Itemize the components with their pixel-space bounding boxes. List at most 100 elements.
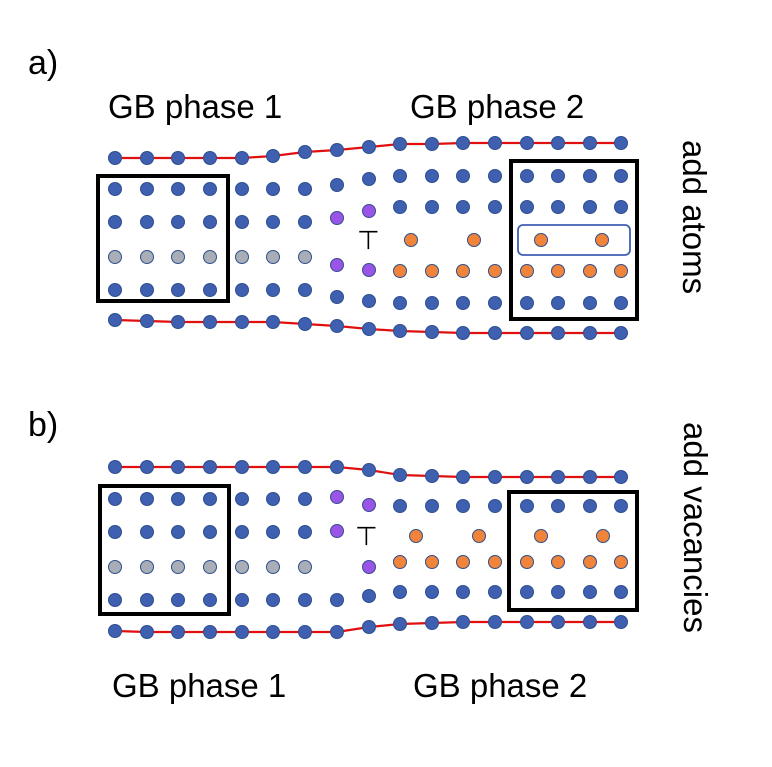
atom xyxy=(534,233,548,247)
atom xyxy=(393,169,407,183)
atom xyxy=(614,136,628,150)
atom xyxy=(456,499,470,513)
atom xyxy=(203,215,217,229)
atom xyxy=(551,296,565,310)
atom xyxy=(203,250,217,264)
atom xyxy=(488,136,502,150)
atom xyxy=(551,264,565,278)
atom xyxy=(583,136,597,150)
atom xyxy=(614,499,628,513)
atom xyxy=(583,499,597,513)
atom xyxy=(266,560,280,574)
atom xyxy=(534,529,548,543)
atom xyxy=(425,616,439,630)
atom xyxy=(171,593,185,607)
atom xyxy=(171,151,185,165)
atom xyxy=(140,182,154,196)
atom xyxy=(203,525,217,539)
atom xyxy=(235,460,249,474)
atom xyxy=(488,169,502,183)
atom xyxy=(266,283,280,297)
atom xyxy=(456,296,470,310)
atom xyxy=(298,250,312,264)
atom xyxy=(583,615,597,629)
atom xyxy=(235,525,249,539)
atom xyxy=(171,182,185,196)
atom xyxy=(298,145,312,159)
atom xyxy=(171,625,185,639)
atom xyxy=(298,560,312,574)
atom xyxy=(488,470,502,484)
atom xyxy=(203,283,217,297)
atom xyxy=(583,200,597,214)
atom xyxy=(235,625,249,639)
atom xyxy=(393,200,407,214)
atom xyxy=(425,325,439,339)
atom xyxy=(456,470,470,484)
atom xyxy=(520,499,534,513)
atom xyxy=(235,250,249,264)
atom xyxy=(456,585,470,599)
atom xyxy=(425,555,439,569)
atom xyxy=(583,264,597,278)
panel-b: b) GB phase 1 GB phase 2 add vacancies ⊤ xyxy=(28,406,714,704)
atom xyxy=(298,625,312,639)
atom xyxy=(203,315,217,329)
atom xyxy=(425,264,439,278)
atom xyxy=(298,215,312,229)
panel-a-phase2-box xyxy=(509,159,639,321)
atom xyxy=(393,468,407,482)
atom xyxy=(330,178,344,192)
atom xyxy=(393,137,407,151)
atom xyxy=(551,585,565,599)
atom xyxy=(108,151,122,165)
atom xyxy=(108,215,122,229)
atom xyxy=(235,593,249,607)
atom xyxy=(266,149,280,163)
atom xyxy=(171,460,185,474)
atom xyxy=(330,143,344,157)
atom xyxy=(171,492,185,506)
atom xyxy=(583,470,597,484)
atom xyxy=(362,560,376,574)
atom xyxy=(520,169,534,183)
atom xyxy=(456,136,470,150)
atom xyxy=(488,200,502,214)
atom xyxy=(520,296,534,310)
atom xyxy=(203,593,217,607)
atom xyxy=(614,200,628,214)
atom xyxy=(266,460,280,474)
atom xyxy=(298,460,312,474)
atom xyxy=(108,624,122,638)
atom xyxy=(140,593,154,607)
atom xyxy=(488,264,502,278)
atom xyxy=(108,250,122,264)
atom xyxy=(614,326,628,340)
atom xyxy=(520,470,534,484)
atom xyxy=(393,264,407,278)
atom xyxy=(362,263,376,277)
atom xyxy=(596,529,610,543)
atom xyxy=(235,315,249,329)
atom xyxy=(488,499,502,513)
atom xyxy=(614,555,628,569)
atom xyxy=(235,283,249,297)
atom xyxy=(425,200,439,214)
atom xyxy=(456,615,470,629)
atom xyxy=(456,200,470,214)
atom xyxy=(171,525,185,539)
atom xyxy=(551,326,565,340)
atom xyxy=(425,469,439,483)
panel-a-side-label: add atoms xyxy=(676,140,713,294)
atom xyxy=(203,460,217,474)
atom xyxy=(140,492,154,506)
atom xyxy=(456,555,470,569)
atom xyxy=(551,615,565,629)
atom xyxy=(298,317,312,331)
atom xyxy=(393,296,407,310)
atom xyxy=(266,250,280,264)
atom xyxy=(551,200,565,214)
atom xyxy=(298,593,312,607)
atom xyxy=(140,560,154,574)
atom xyxy=(266,593,280,607)
